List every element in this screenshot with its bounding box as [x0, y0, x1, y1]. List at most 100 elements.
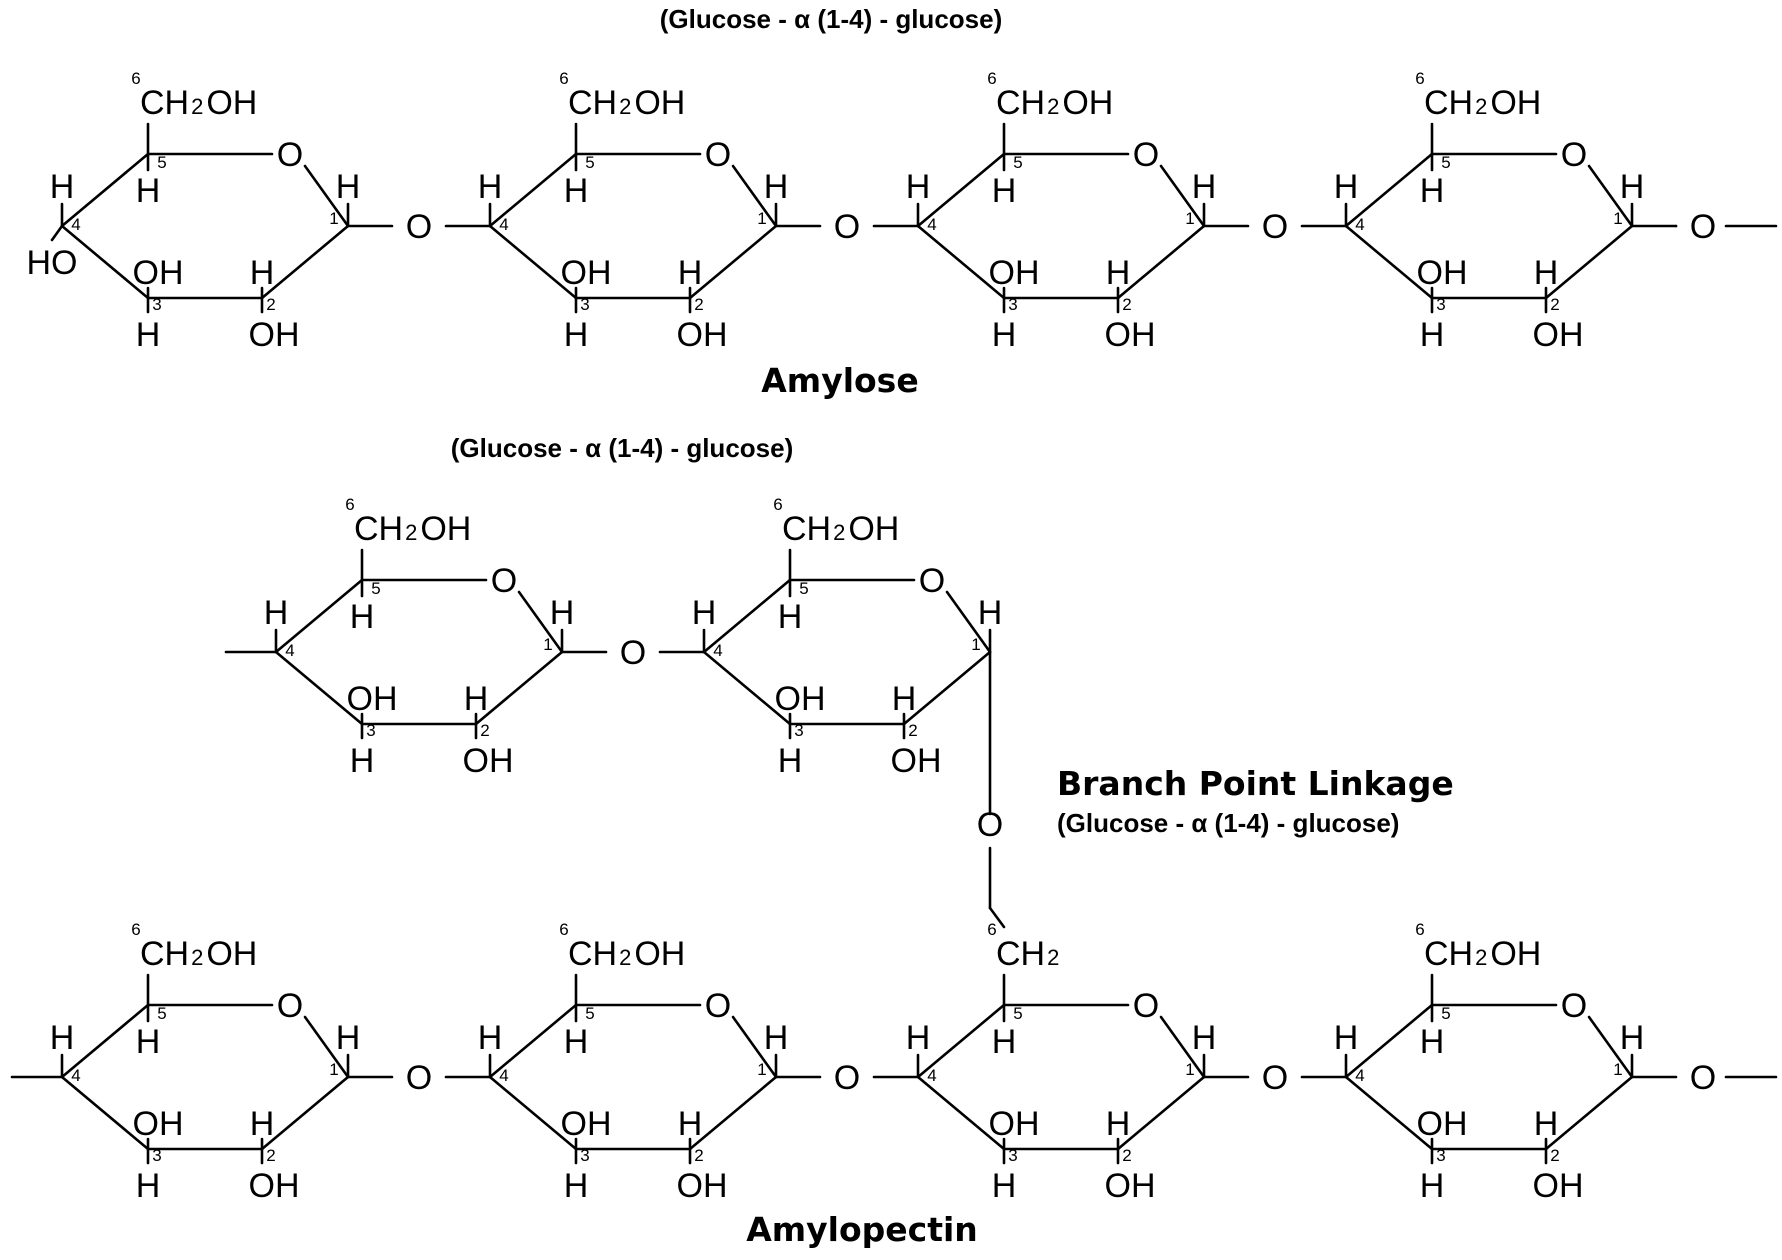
hydroxyl-label: OH — [1417, 1105, 1468, 1143]
carbon-number-2: 2 — [694, 1146, 703, 1165]
hydroxymethyl-label: CH2OH — [1424, 84, 1541, 122]
ring-bond — [488, 1075, 578, 1151]
ring-bond — [1344, 1003, 1434, 1079]
ring-bond — [1544, 1075, 1634, 1151]
ring-bond — [1159, 164, 1206, 228]
hydroxyl-label: OH — [891, 742, 942, 780]
hydrogen-label: H — [564, 1023, 589, 1061]
hydrogen-label: H — [1420, 316, 1445, 354]
hydrogen-label: H — [778, 598, 803, 636]
ring-bond — [916, 1075, 1006, 1151]
carbon-number-5: 5 — [585, 1004, 594, 1023]
carbon-number-4: 4 — [927, 215, 936, 234]
carbon-number-5: 5 — [799, 579, 808, 598]
ring-bond — [274, 650, 364, 726]
carbon-number-6: 6 — [1415, 69, 1424, 88]
hydrogen-label: H — [764, 168, 789, 206]
hydrogen-label: H — [1534, 1105, 1559, 1143]
ring-bond — [60, 224, 150, 300]
hydroxymethyl-label: CH2OH — [782, 510, 899, 548]
carbon-number-5: 5 — [157, 153, 166, 172]
carbon-number-2: 2 — [908, 721, 917, 740]
hydroxyl-label: OH — [561, 1105, 612, 1143]
hydroxymethyl-label: CH2OH — [568, 935, 685, 973]
ring-bond — [702, 578, 792, 654]
hydrogen-label: H — [250, 254, 275, 292]
ring-oxygen-label: O — [1133, 136, 1159, 174]
hydrogen-label: H — [136, 1023, 161, 1061]
hydrogen-label: H — [1334, 1019, 1359, 1057]
carbon-number-5: 5 — [585, 153, 594, 172]
carbon-number-4: 4 — [713, 641, 722, 660]
hydrogen-label: H — [464, 680, 489, 718]
ring-bond — [1544, 224, 1634, 300]
hydroxymethyl-label: CH2OH — [996, 84, 1113, 122]
hydroxyl-label: OH — [677, 316, 728, 354]
carbon-number-6: 6 — [987, 69, 996, 88]
hydrogen-label: H — [678, 1105, 703, 1143]
ring-bond — [274, 578, 364, 654]
carbon-number-3: 3 — [1008, 295, 1017, 314]
amylose-title: Amylose — [761, 361, 918, 400]
glucose-chains: O12345H6CH2OHHHOHOHHHHOO12345H6CH2OHHHOH… — [10, 69, 1778, 1205]
ring-bond — [474, 650, 564, 726]
hydroxyl-label: OH — [249, 1167, 300, 1205]
hydrogen-label: H — [264, 594, 289, 632]
carbon-number-4: 4 — [499, 1066, 508, 1085]
ring-bond — [1587, 1015, 1634, 1079]
ring-bond — [1344, 224, 1434, 300]
ring-bond — [731, 1015, 778, 1079]
carbon-number-1: 1 — [329, 1060, 338, 1079]
hydrogen-label: H — [1420, 1023, 1445, 1061]
hydroxyl-label: OH — [989, 1105, 1040, 1143]
carbon-number-3: 3 — [1008, 1146, 1017, 1165]
hydroxyl-label: OH — [133, 1105, 184, 1143]
carbon-number-3: 3 — [152, 295, 161, 314]
hydroxyl-label: OH — [1533, 1167, 1584, 1205]
hydrogen-label: H — [1106, 1105, 1131, 1143]
carbon-number-6: 6 — [345, 495, 354, 514]
carbon-number-1: 1 — [1613, 1060, 1622, 1079]
hydrogen-label: H — [992, 316, 1017, 354]
amylopectin-title: Amylopectin — [746, 1210, 978, 1249]
hydrogen-label: H — [136, 316, 161, 354]
hydrogen-label: H — [1534, 254, 1559, 292]
hydrogen-label: H — [1106, 254, 1131, 292]
ring-bond — [488, 224, 578, 300]
carbon-number-5: 5 — [371, 579, 380, 598]
ring-bond — [488, 152, 578, 228]
carbon-number-1: 1 — [1185, 209, 1194, 228]
ring-bond — [945, 590, 992, 654]
hydrogen-label: H — [992, 1167, 1017, 1205]
ring-oxygen-label: O — [277, 987, 303, 1025]
carbon-number-6: 6 — [131, 69, 140, 88]
hydroxyl-label: HO — [27, 244, 78, 282]
carbon-number-2: 2 — [266, 1146, 275, 1165]
hydroxyl-label: OH — [1105, 1167, 1156, 1205]
carbon-number-6: 6 — [987, 920, 996, 939]
carbon-number-2: 2 — [1550, 295, 1559, 314]
hydroxyl-label: OH — [775, 680, 826, 718]
hydrogen-label: H — [136, 1167, 161, 1205]
ring-oxygen-label: O — [705, 987, 731, 1025]
ring-bond — [688, 224, 778, 300]
ring-bond — [1587, 164, 1634, 228]
ring-bond — [303, 164, 350, 228]
carbon-number-5: 5 — [1441, 1004, 1450, 1023]
carbon-number-4: 4 — [927, 1066, 936, 1085]
hydroxyl-label: OH — [1105, 316, 1156, 354]
hydrogen-label: H — [1334, 168, 1359, 206]
hydrogen-label: H — [1620, 168, 1645, 206]
carbon-number-6: 6 — [131, 920, 140, 939]
carbon-number-2: 2 — [1550, 1146, 1559, 1165]
hydroxyl-label: OH — [677, 1167, 728, 1205]
hydroxyl-label: OH — [347, 680, 398, 718]
carbon-number-4: 4 — [1355, 1066, 1364, 1085]
